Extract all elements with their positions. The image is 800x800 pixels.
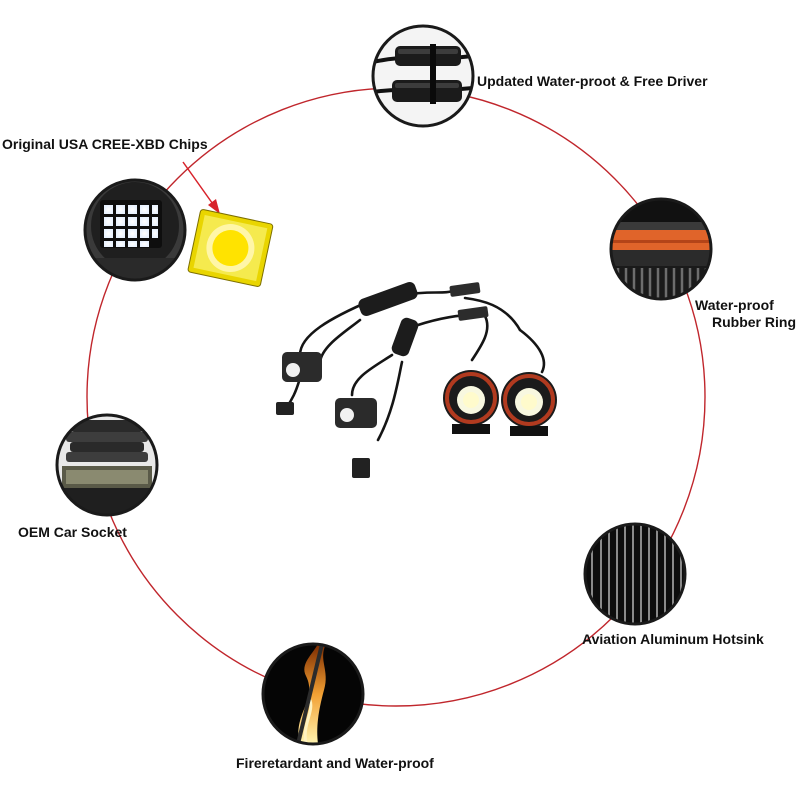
fire-label: Fireretardant and Water-proof [236, 755, 434, 771]
product-image [276, 281, 557, 478]
rubber-ring-bubble [609, 197, 713, 301]
pointer-arrow [182, 161, 220, 214]
hotsink-bubble [583, 522, 687, 626]
cree-chip-image [187, 209, 274, 287]
driver-label: Updated Water-proot & Free Driver [477, 73, 708, 89]
rubber-ring-label-line1: Water-proof [695, 297, 774, 313]
driver-bubble [371, 24, 475, 128]
socket-bubble [55, 413, 159, 517]
hotsink-label: Aviation Aluminum Hotsink [582, 631, 764, 647]
fire-bubble [261, 642, 365, 746]
chips-label: Original USA CREE-XBD Chips [2, 136, 208, 152]
rubber-ring-label-line2: Rubber Ring [712, 314, 796, 330]
chips-bubble [83, 178, 187, 282]
socket-label: OEM Car Socket [18, 524, 127, 540]
